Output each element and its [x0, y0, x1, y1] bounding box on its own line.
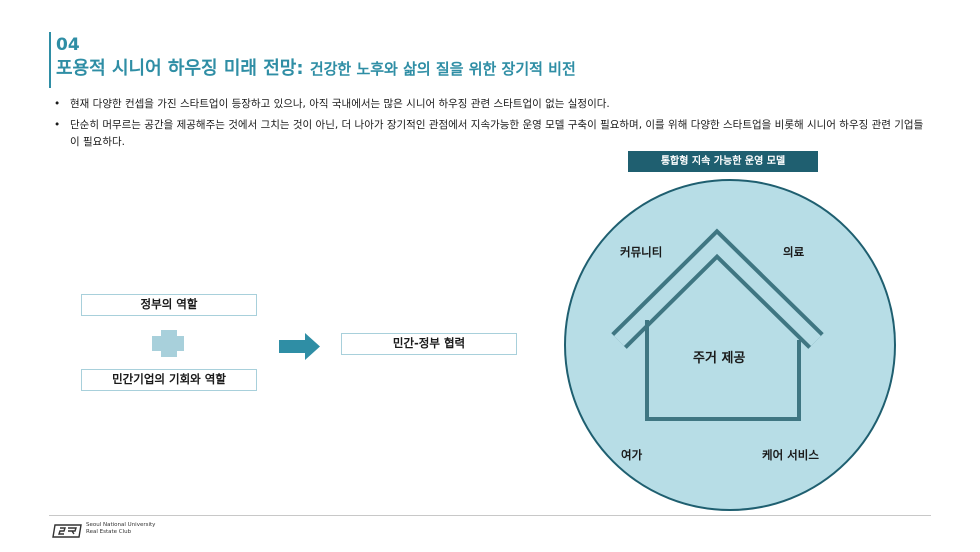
bullet-marker: • — [54, 98, 61, 110]
bullet-text: 현재 다양한 컨셉을 가진 스타트업이 등장하고 있으나, 아직 국내에서는 많… — [70, 98, 610, 110]
housing-label: 주거 제공 — [693, 351, 746, 366]
title-accent-bar — [49, 32, 51, 88]
bullet-item: • 단순히 머무르는 공간을 제공해주는 것에서 그치는 것이 아닌, 더 나아… — [52, 117, 932, 151]
medical-label: 의료 — [783, 245, 805, 259]
corporate-role-box: 민간기업의 기회와 역할 — [81, 369, 257, 391]
footer-org-line1: Seoul National University — [86, 522, 156, 528]
plus-icon-horizontal — [152, 336, 184, 351]
bullet-marker: • — [54, 119, 61, 131]
bullet-list: • 현재 다양한 컨셉을 가진 스타트업이 등장하고 있으나, 아직 국내에서는… — [52, 96, 932, 155]
leisure-label: 여가 — [621, 448, 643, 462]
section-number: 04 — [56, 35, 80, 55]
footer-org-name: Seoul National University Real Estate Cl… — [86, 522, 155, 536]
community-label: 커뮤니티 — [620, 245, 663, 259]
bullet-text: 단순히 머무르는 공간을 제공해주는 것에서 그치는 것이 아닌, 더 나아가 … — [70, 119, 924, 148]
arrow-right-icon — [279, 333, 320, 360]
collaboration-box: 민간-정부 협력 — [341, 333, 517, 355]
footer-org-line2: Real Estate Club — [86, 529, 132, 535]
care-service-label: 케어 서비스 — [762, 448, 819, 462]
model-circle — [564, 179, 896, 511]
government-role-box: 정부의 역할 — [81, 294, 257, 316]
bullet-item: • 현재 다양한 컨셉을 가진 스타트업이 등장하고 있으나, 아직 국내에서는… — [52, 96, 932, 113]
model-circle-diagram — [564, 179, 896, 511]
model-badge: 통합형 지속 가능한 운영 모델 — [628, 151, 818, 172]
title-block: 04 포용적 시니어 하우징 미래 전망: 건강한 노후와 삶의 질을 위한 장… — [56, 34, 576, 82]
footer-divider — [49, 515, 931, 516]
page-title: 포용적 시니어 하우징 미래 전망: 건강한 노후와 삶의 질을 위한 장기적 … — [56, 56, 576, 82]
title-sub: 건강한 노후와 삶의 질을 위한 장기적 비전 — [309, 60, 576, 78]
club-logo-icon — [52, 524, 82, 538]
title-main: 포용적 시니어 하우징 미래 전망: — [56, 58, 304, 79]
house-icon — [611, 228, 824, 421]
